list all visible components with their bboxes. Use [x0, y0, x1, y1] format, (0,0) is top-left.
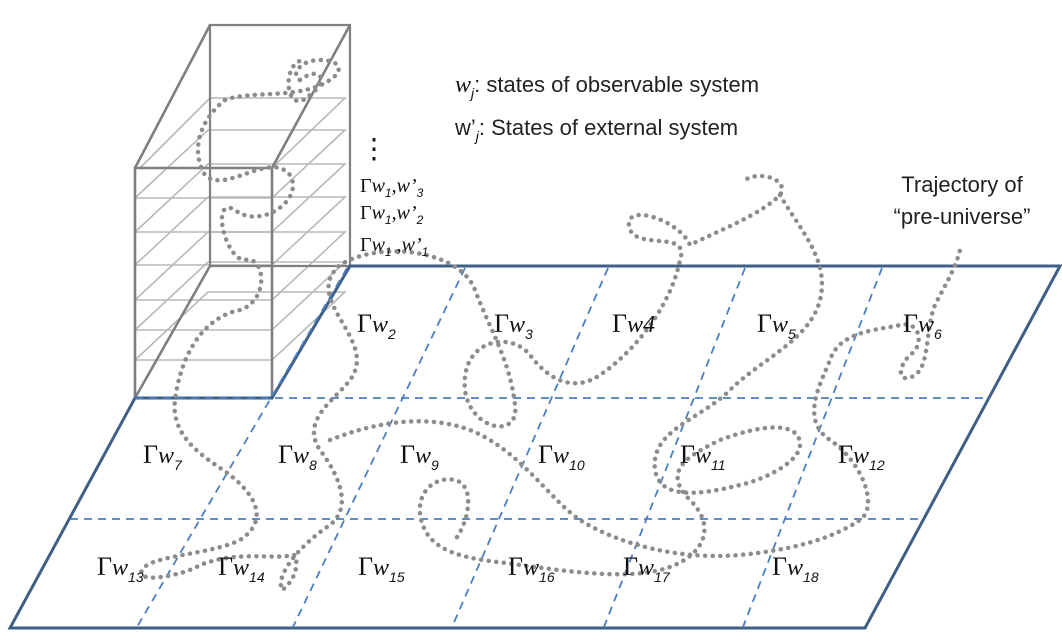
cell-label: Γw3	[494, 309, 533, 342]
cell-label: Γw5	[757, 309, 796, 342]
trajectory-label: Trajectory of “pre-universe”	[894, 172, 1031, 229]
slice-label: Γw1,w’2	[360, 202, 424, 227]
box-slice-layers	[132, 97, 348, 361]
box-slice	[132, 231, 348, 301]
cell-label: Γw10	[538, 440, 585, 473]
cell-label: Γw2	[357, 309, 396, 342]
svg-text:“pre-universe”: “pre-universe”	[894, 204, 1031, 229]
phase-space-box	[133, 23, 352, 400]
cell-label: Γw14	[218, 552, 265, 585]
box-slice	[132, 163, 348, 233]
cell-label: Γw15	[358, 552, 405, 585]
legend: wj: states of observable system w’j: Sta…	[454, 72, 759, 144]
cell-label: Γw7	[143, 440, 183, 473]
cell-label: Γw9	[400, 440, 439, 473]
slice-ellipsis: ⋮	[360, 132, 388, 165]
cell-label: Γw4	[612, 309, 655, 338]
cell-label: Γw6	[903, 309, 942, 342]
cell-label: Γw11	[680, 440, 726, 473]
slice-label: Γw1,w’3	[360, 175, 424, 200]
legend-observable: wj: states of observable system	[455, 72, 759, 101]
state-plane	[7, 264, 1062, 630]
cell-label: Γw8	[278, 440, 317, 473]
cell-label: Γw17	[623, 552, 671, 585]
plane-border	[7, 264, 1062, 630]
box-slice	[138, 97, 347, 169]
box-slice	[132, 129, 348, 199]
cell-label: Γw13	[97, 552, 144, 585]
slice-label: Γw1 ,w’1	[360, 234, 428, 259]
cell-label: Γw16	[508, 552, 555, 585]
pre-universe-trajectory	[139, 57, 963, 594]
box-slice	[132, 196, 348, 266]
box-slice	[132, 261, 348, 331]
svg-text:Trajectory of: Trajectory of	[901, 172, 1023, 197]
cell-label: Γw12	[838, 440, 885, 473]
legend-external: w’j: States of external system	[454, 115, 738, 144]
cell-label: Γw18	[772, 552, 819, 585]
plane-grid	[70, 267, 990, 628]
